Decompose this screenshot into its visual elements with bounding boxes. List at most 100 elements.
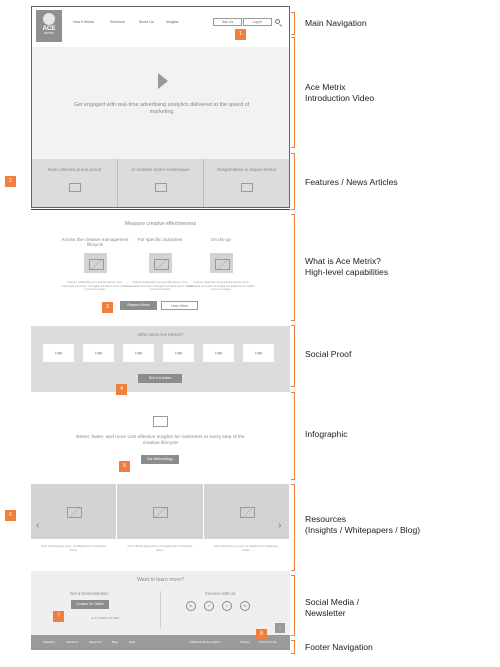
image-placeholder <box>203 484 289 539</box>
marker-4: 4 <box>116 384 127 395</box>
marker-8: 8 <box>256 629 267 640</box>
capability-column: For specific industries Vivamus sollicit… <box>126 237 194 292</box>
play-icon[interactable] <box>158 73 168 89</box>
marker-1: 1 <box>235 29 246 40</box>
footer-link-features[interactable]: Features <box>43 640 55 644</box>
annotation-label: Main Navigation <box>305 18 367 28</box>
twitter-icon[interactable]: t <box>222 601 232 611</box>
client-logo: Logo <box>243 344 274 362</box>
footer-link-terms[interactable]: Terms of Use <box>259 640 277 644</box>
annotation-label: Infographic <box>305 429 348 439</box>
marker-6: 6 <box>5 510 16 521</box>
annotation-label: Features / News Articles <box>305 177 398 187</box>
newsletter-section: Want to learn more? Get a Demonstration … <box>31 571 290 635</box>
annotation-label: Ace Metrix Introduction Video <box>305 82 375 104</box>
feature-item[interactable]: Suspendisse in aliquet lectus <box>204 159 289 207</box>
nav-link-about-us[interactable]: About Us <box>139 20 154 24</box>
capability-column: On the go Vivamus sollicitudin purus gra… <box>187 237 255 292</box>
annotation-label: Social Proof <box>305 349 352 359</box>
image-placeholder <box>31 484 117 539</box>
annotation-bracket <box>291 325 295 387</box>
footer-navigation: Features Solutions About Us Blog Help ©2… <box>31 635 290 650</box>
social-heading: Connect with Us <box>205 591 236 596</box>
intro-video[interactable]: Get engaged with real-time advertising a… <box>31 47 290 159</box>
nav-link-solutions[interactable]: Solutions <box>110 20 125 24</box>
resource-card[interactable]: Nunc ultricies purus purus. Ut sodales l… <box>31 484 118 571</box>
footer-link-privacy[interactable]: Privacy <box>240 640 250 644</box>
capabilities-heading: Measure creative effectiveness <box>124 221 197 227</box>
footer-link-solutions[interactable]: Solutions <box>66 640 79 644</box>
client-logo: Logo <box>43 344 74 362</box>
client-logo: Logo <box>83 344 114 362</box>
methodology-button[interactable]: Our Methodology <box>141 455 179 464</box>
resource-summary: Nunc ultricies purus purus. Ut sodales l… <box>41 545 107 552</box>
social-proof-heading: Who uses Ace Metrix? <box>137 332 184 337</box>
logo-word: ACE <box>42 25 56 32</box>
back-to-top-icon[interactable]: ↑ <box>275 623 285 633</box>
login-button[interactable]: Log in <box>243 18 272 26</box>
carousel-prev-icon[interactable]: ‹ <box>36 520 40 531</box>
divider <box>160 591 161 629</box>
nav-link-how-it-works[interactable]: How it Works <box>73 20 95 24</box>
infographic-text: Better, faster, and more cost effective … <box>76 435 245 446</box>
image-icon <box>240 183 253 192</box>
request-demo-button[interactable]: Request Demo <box>120 301 157 310</box>
footer-copyright: ©2009-2016 Ace Metrix <box>189 640 221 644</box>
search-icon[interactable] <box>275 19 280 24</box>
annotation-bracket <box>291 484 295 571</box>
annotation-bracket <box>291 575 295 636</box>
capabilities-section: Measure creative effectiveness Across th… <box>31 209 290 326</box>
feature-item[interactable]: Nunc ultricies purus purus <box>32 159 118 207</box>
feature-title: Suspendisse in aliquet lectus <box>216 167 277 172</box>
carousel-next-icon[interactable]: › <box>278 520 282 531</box>
feature-item[interactable]: Id sodales lorem scelerisque <box>118 159 204 207</box>
logo[interactable]: ACE METRIX <box>36 10 62 42</box>
facebook-icon[interactable]: f <box>204 601 214 611</box>
annotation-bracket <box>291 37 295 148</box>
annotation-bracket <box>291 153 295 210</box>
capability-title: For specific industries <box>137 237 183 242</box>
annotation-label: Social Media / Newsletter <box>305 597 359 619</box>
wireframe: ACE METRIX How it Works Solutions About … <box>31 6 290 650</box>
client-logo: Logo <box>123 344 154 362</box>
phone-number: or ✆ 1-855-279-7681 <box>91 616 120 620</box>
image-icon <box>153 416 168 427</box>
annotation-bracket <box>291 392 295 480</box>
annotation-bracket <box>291 12 295 35</box>
image-placeholder <box>209 253 233 273</box>
capability-body: Vivamus sollicitudin purus gravida ultri… <box>61 281 129 291</box>
image-placeholder <box>148 253 172 273</box>
infographic-section: Better, faster, and more cost effective … <box>31 392 290 484</box>
logo-mark-icon <box>43 13 55 25</box>
feature-title: Nunc ultricies purus purus <box>47 167 102 172</box>
social-proof-section: Who uses Ace Metrix? Logo Logo Logo Logo… <box>31 326 290 392</box>
newsletter-heading: Want to learn more? <box>137 577 184 583</box>
resource-card[interactable]: Nunc ultricies purus purus. Ut sodales l… <box>117 484 204 571</box>
linkedin-icon[interactable]: in <box>186 601 196 611</box>
resource-summary: Nunc ultricies purus purus. Ut sodales l… <box>213 545 279 552</box>
hero-tagline: Get engaged with real-time advertising a… <box>73 102 250 115</box>
learn-more-button[interactable]: Learn More <box>161 301 198 310</box>
annotation-bracket <box>291 214 295 321</box>
footer-link-help[interactable]: Help <box>129 640 136 644</box>
capability-title: On the go <box>210 237 232 242</box>
see-in-action-button[interactable]: See it in Action <box>138 374 182 383</box>
feature-title: Id sodales lorem scelerisque <box>131 167 190 172</box>
capability-body: Vivamus sollicitudin purus gravida ultri… <box>126 281 194 291</box>
nav-link-insights[interactable]: Insights <box>166 20 179 24</box>
annotation-label: Footer Navigation <box>305 642 373 652</box>
marker-3: 3 <box>102 302 113 313</box>
footer-link-about-us[interactable]: About Us <box>89 640 102 644</box>
footer-link-blog[interactable]: Blog <box>112 640 119 644</box>
resource-card[interactable]: Nunc ultricies purus purus. Ut sodales l… <box>203 484 290 571</box>
image-placeholder <box>83 253 107 273</box>
join-us-button[interactable]: Join Us <box>213 18 242 26</box>
image-placeholder <box>117 484 203 539</box>
client-logo: Logo <box>203 344 234 362</box>
resource-summary: Nunc ultricies purus purus. Ut sodales l… <box>127 545 193 552</box>
contact-us-button[interactable]: Contact Us Online <box>71 600 109 609</box>
email-icon[interactable]: ✉ <box>240 601 250 611</box>
client-logo: Logo <box>163 344 194 362</box>
capability-column: Across the creative management lifecycle… <box>61 237 129 292</box>
marker-7: 7 <box>53 611 64 622</box>
